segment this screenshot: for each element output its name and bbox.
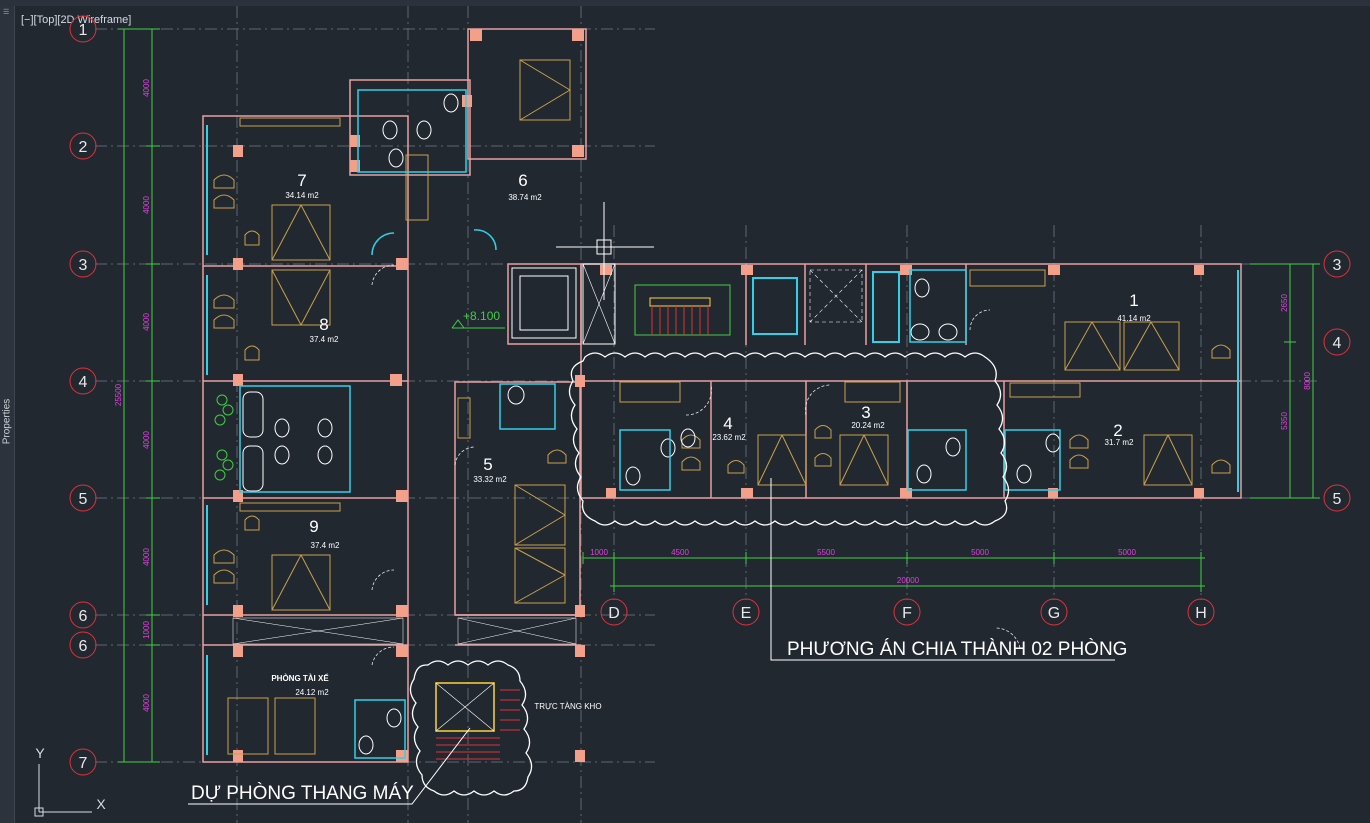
room-number: 4 [723,414,732,433]
grid-bubbles-left [69,15,1351,776]
grid-col-label: E [741,605,752,622]
driver-room-area: 24.12 m2 [295,688,329,697]
dim-bottom-1: 1000 [590,548,608,557]
revision-cloud-east [568,352,1010,526]
properties-palette[interactable]: ☰ Properties [0,6,15,823]
dim-bottom-4: 5000 [971,548,989,557]
dim-left-5: 4000 [142,548,151,566]
crosshair-cursor [556,202,654,300]
grid-col-label: D [608,605,620,622]
dim-bottom-5: 5000 [1118,548,1136,557]
grid-row-label-right: 3 [1333,257,1342,274]
bathroom-partitions [239,89,1061,759]
grid-row-label: 7 [79,755,88,772]
dim-bottom-total: 20000 [897,576,920,585]
spare-elevator-note: DỰ PHÒNG THANG MÁY [191,782,414,804]
ucs-x-label: X [96,796,106,812]
room-number: 7 [297,171,306,190]
chairs [213,174,1231,584]
viewport-controls[interactable]: [−][Top][2D Wireframe] [21,14,132,26]
room-area: 20.24 m2 [851,421,885,430]
dim-left-2: 4000 [142,196,151,214]
walls-west-block [202,28,587,763]
room-number: 5 [483,455,492,474]
room-area: 37.4 m2 [311,541,340,550]
room-number: 3 [861,403,870,422]
left-dimensions: 25500 4000 4000 4000 4000 4000 1000 4000 [114,28,160,763]
ucs-icon [34,764,92,817]
room-area: 41.14 m2 [1117,314,1151,323]
dim-right-total: 8000 [1303,372,1312,390]
top-strip [0,0,1370,6]
revision-cloud-elevator [409,660,533,796]
grid-col-label: H [1195,605,1207,622]
ucs-y-label: Y [35,745,45,761]
drawing-canvas[interactable]: 25500 4000 4000 4000 4000 4000 1000 4000… [15,6,1370,823]
dim-left-6: 1000 [142,621,151,639]
room-number: 2 [1113,421,1122,440]
grid-row-label-right: 5 [1333,491,1342,508]
room-labels: 1 41.14 m2 2 31.7 m2 3 20.24 m2 4 23.62 … [271,171,1151,711]
annotation-leaders [188,478,1115,805]
dim-right-1: 2650 [1280,294,1289,312]
room-area: 31.7 m2 [1105,438,1134,447]
shaft-label: TRỰC TÀNG KHO [534,702,601,711]
walls-middle-block [454,263,582,646]
room-area: 33.32 m2 [473,475,507,484]
room-number: 8 [319,315,328,334]
room-area: 23.62 m2 [712,433,746,442]
dim-left-3: 4000 [142,313,151,331]
dim-bottom-2: 4500 [671,548,689,557]
split-room-note: PHƯƠNG ÁN CHIA THÀNH 02 PHÒNG [787,638,1127,660]
grid-row-label-right: 4 [1333,335,1342,352]
spare-elevator-shaft [435,682,520,760]
palette-grip-icon[interactable]: ☰ [3,9,10,16]
room-number: 1 [1129,291,1138,310]
grid-row-label: 3 [79,257,88,274]
dim-left-4: 4000 [142,431,151,449]
room-number: 6 [518,171,527,190]
dim-left-total: 25500 [114,383,123,406]
room-area: 38.74 m2 [508,193,542,202]
staircase-elevator [232,263,863,645]
walls-east-wing [580,263,1242,499]
grid-bubble-labels: 1 2 3 4 5 6 6 7 3 4 5 D E F G H [79,22,1342,772]
grid-row-label: 4 [79,374,88,391]
door-swings [371,264,1021,666]
grid-row-label: 2 [79,139,88,156]
dim-left-1: 4000 [142,79,151,97]
dim-right-2: 5350 [1280,412,1289,430]
room-number: 9 [309,517,318,536]
room-area: 34.14 m2 [285,191,319,200]
planters [214,394,234,481]
palette-label: Properties [1,398,13,445]
level-mark-text: +8.100 [463,309,500,323]
furniture [227,59,1193,755]
glazing [206,125,1239,755]
grid-lines [95,6,1320,823]
grid-row-label: 1 [79,22,88,39]
grid-row-label: 6 [79,638,88,655]
sanitary-fixtures [242,93,1061,755]
driver-room-name: PHÒNG TÀI XẾ [271,673,329,683]
room-area: 37.4 m2 [310,335,339,344]
bottom-dimensions: 1000 4500 5500 5000 5000 20000 [582,548,1205,592]
grid-row-label: 5 [79,491,88,508]
level-marker: +8.100 [451,309,505,329]
dim-bottom-3: 5500 [817,548,835,557]
grid-col-label: F [902,605,912,622]
right-dimensions: 2650 5350 8000 [1250,263,1320,499]
grid-col-label: G [1048,605,1060,622]
columns [233,29,1204,762]
dim-left-7: 4000 [142,694,151,712]
grid-row-label: 6 [79,608,88,625]
